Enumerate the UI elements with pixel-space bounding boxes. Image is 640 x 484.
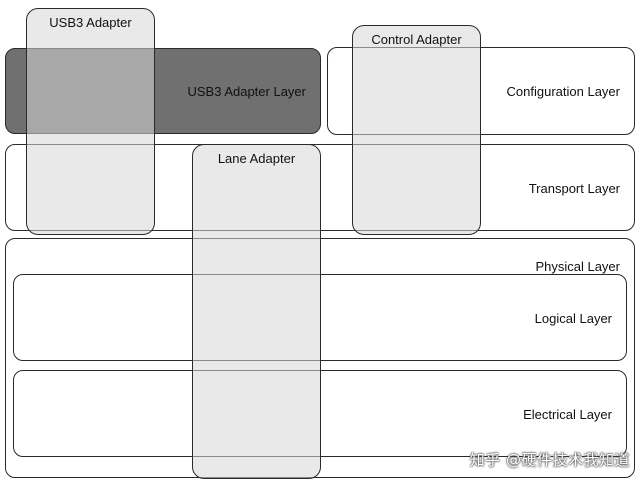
transport-layer-label: Transport Layer xyxy=(528,181,620,196)
control-adapter-box: Control Adapter xyxy=(352,25,481,235)
control-adapter-label: Control Adapter xyxy=(371,32,462,47)
usb3-adapter-box: USB3 Adapter xyxy=(26,8,155,235)
logical-layer-label: Logical Layer xyxy=(534,311,612,326)
lane-adapter-box: Lane Adapter xyxy=(192,144,321,479)
physical-layer-label: Physical Layer xyxy=(535,259,620,274)
lane-adapter-label: Lane Adapter xyxy=(217,151,296,166)
electrical-layer-label: Electrical Layer xyxy=(523,407,612,422)
usb3-adapter-label: USB3 Adapter xyxy=(49,15,132,30)
configuration-layer-label: Configuration Layer xyxy=(506,84,620,99)
usb3-adapter-layer-label: USB3 Adapter Layer xyxy=(187,84,306,99)
watermark: 知乎 @硬件技术我知道 xyxy=(469,451,630,469)
